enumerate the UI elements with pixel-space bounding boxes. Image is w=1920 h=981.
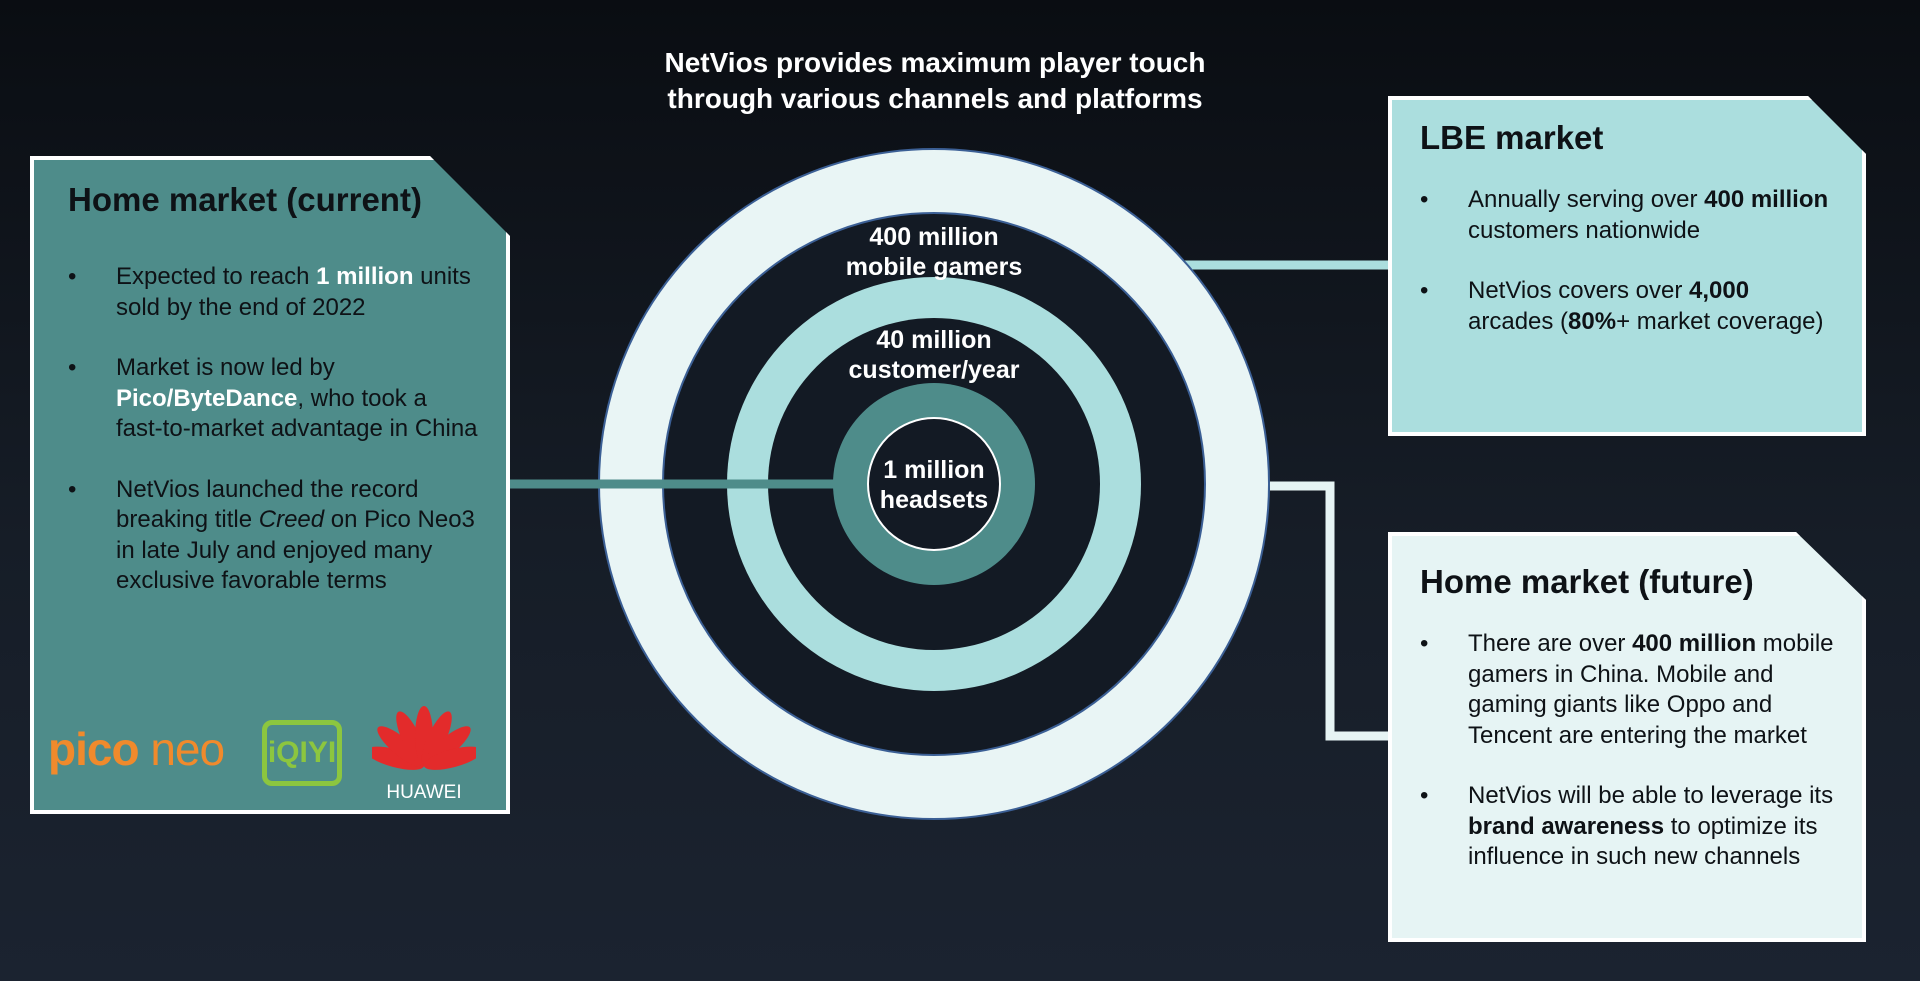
ring-inner-hole xyxy=(867,417,1001,551)
ring-label-customers: 40 million customer/year xyxy=(848,326,1020,384)
bullet-item: NetVios covers over 4,000 arcades (80%+ … xyxy=(1420,276,1840,337)
huawei-logo: HUAWEI xyxy=(365,700,483,803)
bullet-list: Annually serving over 400 million custom… xyxy=(1420,185,1840,367)
partner-logos: pico neo iQIYI HUAWEI xyxy=(48,700,483,810)
panel-title: Home market (current) xyxy=(68,181,422,218)
panel-home-market-future: Home market (future) There are over 400 … xyxy=(1388,532,1866,942)
ring-label-mobile-gamers: 400 million mobile gamers xyxy=(845,223,1023,281)
connector-home-future xyxy=(1270,481,1388,741)
iqiyi-logo: iQIYI xyxy=(262,720,342,786)
bullet-item: Market is now led by Pico/ByteDance, who… xyxy=(68,353,478,445)
panel-title: LBE market xyxy=(1420,119,1604,156)
slide-title: NetVios provides maximum player touch th… xyxy=(664,47,1206,114)
bullet-list: Expected to reach 1 million units sold b… xyxy=(68,262,478,627)
bullet-item: There are over 400 million mobile gamers… xyxy=(1420,629,1850,751)
ring-label-headsets: 1 million headsets xyxy=(879,456,989,514)
huawei-flower-icon: HUAWEI xyxy=(365,706,483,803)
bullet-list: There are over 400 million mobile gamers… xyxy=(1420,629,1850,903)
bullet-item: NetVios will be able to leverage its bra… xyxy=(1420,781,1850,873)
panel-home-market-current: Home market (current) Expected to reach … xyxy=(30,156,510,814)
pico-neo-logo: pico neo xyxy=(48,723,225,775)
bullet-item: NetVios launched the record breaking tit… xyxy=(68,475,478,597)
svg-text:HUAWEI: HUAWEI xyxy=(386,782,461,802)
panel-title: Home market (future) xyxy=(1420,563,1754,600)
bullet-item: Expected to reach 1 million units sold b… xyxy=(68,262,478,323)
bullet-item: Annually serving over 400 million custom… xyxy=(1420,185,1840,246)
panel-lbe-market: LBE market Annually serving over 400 mil… xyxy=(1388,96,1866,436)
